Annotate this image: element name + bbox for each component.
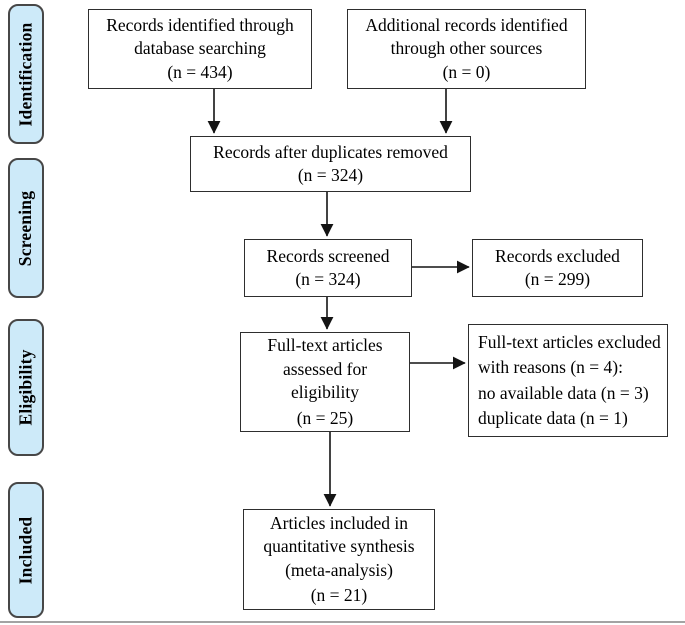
box-fulltext-assessed: Full-text articles assessed for eligibil… xyxy=(240,332,410,432)
stage-label-identification: Identification xyxy=(15,22,36,126)
text-line: (meta-analysis) xyxy=(285,559,393,580)
stage-tab-included: Included xyxy=(8,482,44,618)
text-line: Full-text articles xyxy=(267,335,383,355)
box-duplicates-removed: Records after duplicates removed (n = 32… xyxy=(190,136,471,192)
box-records-identified: Records identified through database sear… xyxy=(88,9,312,89)
box-included-synthesis: Articles included in quantitative synthe… xyxy=(243,509,435,610)
count-line: (n = 324) xyxy=(295,269,361,289)
count-line: (n = 299) xyxy=(524,269,591,289)
bottom-divider xyxy=(0,621,685,623)
text-line: Records after duplicates removed xyxy=(213,141,448,162)
box-fulltext-excluded: Full-text articles excluded with reasons… xyxy=(468,324,668,437)
text-line: Articles included in xyxy=(269,512,409,533)
text-line: duplicate data (n = 1) xyxy=(478,408,628,428)
stage-tab-screening: Screening xyxy=(8,158,44,298)
count-line: (n = 25) xyxy=(296,407,354,428)
count-line: (n = 434) xyxy=(167,61,233,82)
box-records-screened: Records screened (n = 324) xyxy=(244,239,412,297)
text-line: Records screened xyxy=(266,245,390,266)
text-line: through other sources xyxy=(390,38,543,59)
text-line: Records identified through xyxy=(106,14,294,35)
text-line: Additional records identified xyxy=(365,14,568,35)
text-line: assessed for xyxy=(282,358,368,379)
count-line: (n = 21) xyxy=(310,585,368,605)
count-line: (n = 324) xyxy=(297,165,364,185)
box-records-excluded: Records excluded (n = 299) xyxy=(472,239,643,297)
text-line: quantitative synthesis xyxy=(263,536,415,556)
text-line: Records excluded xyxy=(495,245,620,266)
text-line: eligibility xyxy=(290,382,360,402)
stage-tab-identification: Identification xyxy=(8,4,44,144)
text-line: Full-text articles excluded xyxy=(478,331,661,352)
stage-tab-eligibility: Eligibility xyxy=(8,319,44,456)
stage-label-included: Included xyxy=(15,516,36,584)
stage-label-eligibility: Eligibility xyxy=(15,349,36,426)
text-line: no available data (n = 3) xyxy=(478,382,649,403)
text-line: database searching xyxy=(134,38,266,59)
stage-label-screening: Screening xyxy=(15,190,36,266)
count-line: (n = 0) xyxy=(442,61,491,82)
box-additional-records: Additional records identified through ot… xyxy=(347,9,586,89)
text-line: with reasons (n = 4): xyxy=(478,357,623,377)
